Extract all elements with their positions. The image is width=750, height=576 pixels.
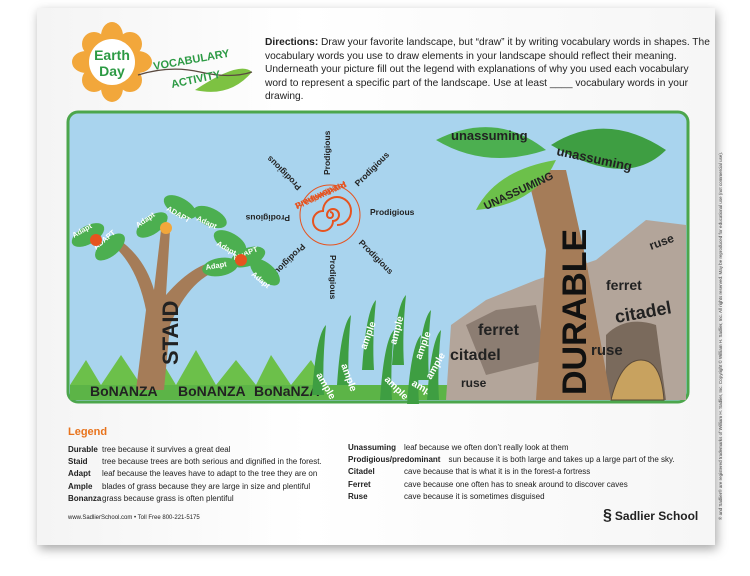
legend-row: Prodigious/predominant sun because it is … [348, 454, 675, 466]
legend-definition: blades of grass because they are large i… [102, 481, 311, 491]
sun-ray-word: Prodigious [370, 207, 415, 217]
directions-label: Directions: [265, 37, 319, 48]
legend-term: Durable [68, 445, 98, 454]
legend-term: Citadel [348, 467, 375, 477]
legend-definition: tree because it survives a great deal [102, 445, 231, 454]
copyright-note: ® and Sadlier® are registered trademarks… [718, 151, 723, 520]
legend-row: Ferret cave because one often has to snea… [348, 479, 675, 491]
legend-definition: leaf because we often don’t really look … [404, 443, 569, 452]
logo-text: VOCABULARY [152, 48, 231, 73]
svg-text:citadel: citadel [450, 347, 501, 364]
leaf [95, 233, 125, 261]
sun-ray-word: Prodigious [328, 255, 338, 300]
leaf [71, 223, 105, 247]
legend-term: Adapt [68, 469, 91, 479]
footer-contact: www.SadlierSchool.com • Toll Free 800-22… [68, 515, 200, 521]
legend-row: Unassuming leaf because we often don’t re… [348, 442, 675, 454]
legend-row: Durable tree because it survives a great … [68, 444, 322, 456]
grass-blade [380, 330, 394, 400]
grass-blade [392, 295, 406, 365]
svg-text:ferret: ferret [606, 277, 642, 293]
svg-text:ferret: ferret [478, 322, 520, 339]
grass-blade [362, 300, 376, 370]
logo-text: Day [99, 63, 125, 79]
legend-right: Unassuming leaf because we often don’t re… [348, 442, 675, 503]
staid-word: STAID [158, 301, 183, 365]
legend-term: Ferret [348, 479, 371, 489]
legend-title: Legend [68, 426, 108, 438]
durable-word: DURABLE [556, 229, 594, 395]
logo-text: Earth [94, 47, 130, 63]
sun-ray-word: Prodigious [245, 213, 290, 223]
legend-left: Durable tree because it survives a great … [68, 444, 322, 505]
legend-term: Staid [68, 457, 88, 467]
legend-definition: cave because that is what it is in the f… [404, 467, 591, 477]
legend-definition: cave because it is sometimes disguised [404, 491, 545, 501]
grass-blade [417, 310, 431, 380]
legend-definition: grass because grass is often plentiful [102, 493, 234, 503]
legend-definition: sun because it is both large and takes u… [448, 455, 675, 465]
leaf [193, 205, 227, 229]
svg-text:BoNANZA: BoNANZA [178, 383, 246, 399]
svg-text:BoNaNZA: BoNaNZA [254, 383, 319, 399]
svg-text:unassuming: unassuming [451, 128, 528, 143]
leaf [213, 230, 247, 254]
earth-day-logo: Earth Day VOCABULARY ACTIVITY [72, 22, 253, 102]
grass-blade [407, 335, 421, 404]
legend-row: Ample blades of grass because they are la… [68, 481, 322, 493]
grass-blade [427, 330, 441, 400]
legend-term: Prodigious/predominant [348, 455, 441, 465]
legend-term: Ample [68, 481, 93, 491]
svg-text:ruse: ruse [461, 376, 487, 390]
sadlier-logo: §Sadlier School [603, 507, 698, 525]
leaf [250, 258, 280, 286]
svg-text:ruse: ruse [591, 342, 623, 359]
legend-row: Ruse cave because it is sometimes disguis… [348, 491, 675, 503]
svg-text:BoNANZA: BoNANZA [90, 383, 158, 399]
legend-definition: tree because trees are both serious and … [102, 457, 322, 467]
brand-name: Sadlier School [614, 509, 699, 523]
directions: Directions: Draw your favorite landscape… [265, 36, 710, 104]
legend-term: Ruse [348, 491, 368, 501]
sadlier-icon: § [603, 507, 612, 524]
directions-text: Draw your favorite landscape, but “draw”… [265, 37, 710, 102]
adapt-word: Adapt [205, 259, 228, 272]
legend-row: Staid tree because trees are both serious… [68, 456, 322, 468]
legend-definition: leaf because the leaves have to adapt to… [102, 469, 318, 479]
legend-row: Adapt leaf because the leaves have to ada… [68, 468, 322, 480]
legend-term: Bonanza [68, 493, 102, 503]
sun-ray-word: Prodigious [322, 130, 332, 175]
leaf [202, 257, 238, 277]
legend-term: Unassuming [348, 443, 397, 452]
leaf [136, 212, 168, 238]
legend-row: Citadel cave because that is what it is i… [348, 466, 675, 478]
leaf [163, 195, 197, 219]
grass-blade [337, 315, 351, 385]
legend-definition: cave because one often has to sneak arou… [404, 479, 628, 489]
grass-blade [312, 325, 326, 395]
